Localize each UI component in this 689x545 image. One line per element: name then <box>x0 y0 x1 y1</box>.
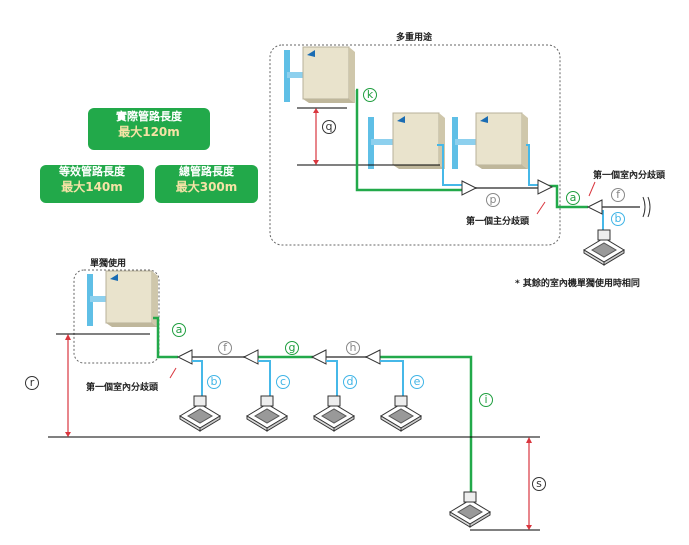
equivalent-pipe-length-box: 等效管路長度 最大140m <box>40 165 144 203</box>
indoor-cassette <box>583 229 625 266</box>
box-title: 等效管路長度 <box>59 165 125 178</box>
single-use-title: 單獨使用 <box>90 259 127 269</box>
label-h: h <box>346 341 360 355</box>
label-b-top: b <box>611 212 625 226</box>
box-value: 最大120m <box>118 125 180 139</box>
indoor-cassette <box>380 395 422 432</box>
box-title: 總管路長度 <box>179 165 234 178</box>
outdoor-unit <box>392 112 446 170</box>
label-g: g <box>285 341 299 355</box>
label-e: e <box>410 375 424 389</box>
box-value: 最大140m <box>61 180 123 194</box>
single-use-boundary <box>73 269 160 364</box>
label-c: c <box>276 375 290 389</box>
label-k: k <box>363 88 377 102</box>
label-a: a <box>172 323 186 337</box>
multi-use-boundary <box>269 44 561 246</box>
total-pipe-length-box: 總管路長度 最大300m <box>155 165 258 203</box>
first-main-branch-note: 第一個主分歧頭 <box>466 217 530 227</box>
outdoor-unit <box>302 46 356 104</box>
label-q: q <box>322 120 336 134</box>
label-r: r <box>25 376 39 390</box>
label-b: b <box>207 375 221 389</box>
actual-pipe-length-box: 實際管路長度 最大120m <box>88 108 210 150</box>
outdoor-unit <box>475 112 529 170</box>
indoor-cassette <box>179 395 221 432</box>
label-p: p <box>486 193 500 207</box>
indoor-cassette <box>246 395 288 432</box>
multi-use-title: 多重用途 <box>396 33 433 43</box>
outdoor-unit <box>105 270 159 328</box>
label-f: f <box>218 341 232 355</box>
box-title: 實際管路長度 <box>116 110 182 123</box>
indoor-cassette <box>449 491 491 528</box>
indoor-cassette <box>313 395 355 432</box>
label-s: s <box>532 477 546 491</box>
first-indoor-branch-note: 第一個室內分歧頭 <box>593 171 666 181</box>
label-d: d <box>343 375 357 389</box>
label-i: i <box>479 393 493 407</box>
label-f-top: f <box>611 188 625 202</box>
label-a-top: a <box>566 191 580 205</box>
first-indoor-branch-note: 第一個室內分歧頭 <box>86 383 159 393</box>
footnote: * 其餘的室內機單獨使用時相同 <box>515 279 640 289</box>
box-value: 最大300m <box>175 180 238 194</box>
